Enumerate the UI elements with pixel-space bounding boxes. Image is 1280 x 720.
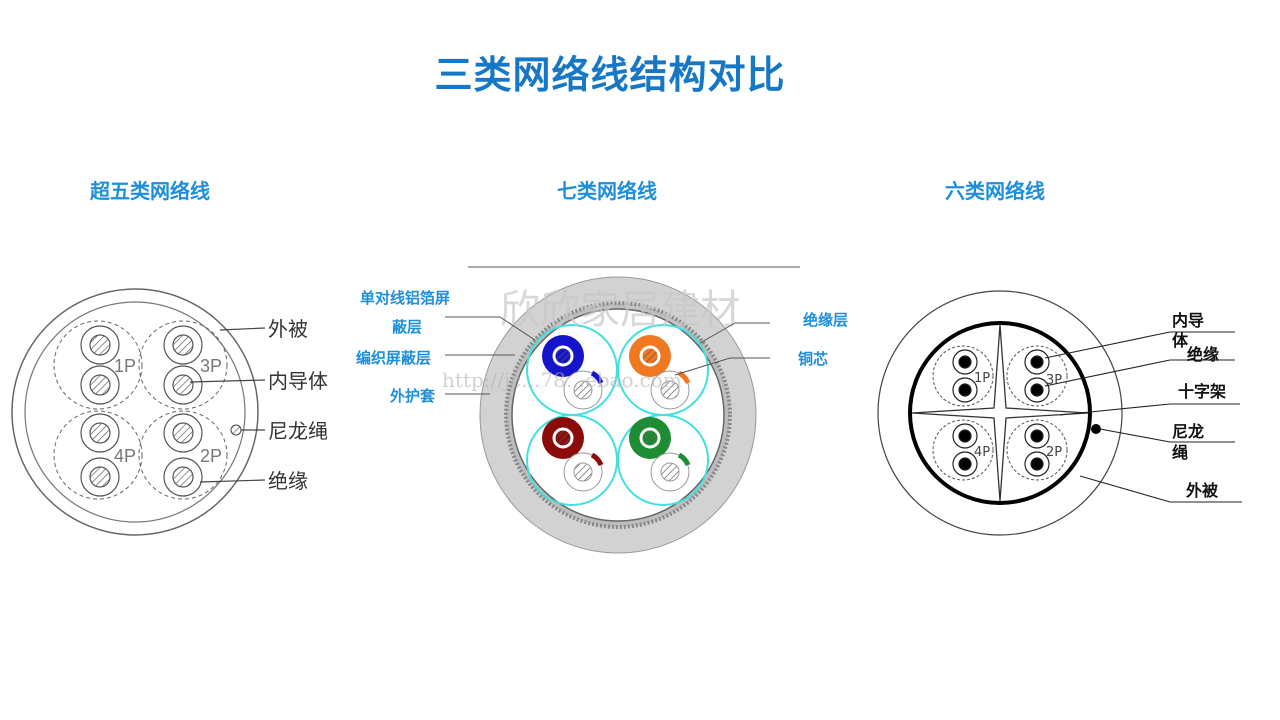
- cat7-label-copper: 铜芯: [798, 350, 828, 368]
- cat6-pair-label: 4P: [974, 445, 990, 460]
- cat5e-pair-label: 1P: [114, 356, 136, 376]
- cat5e-label-jacket: 外被: [268, 317, 308, 341]
- cat6-pair-label: 2P: [1046, 445, 1062, 460]
- cat6-label-nylon-2: 绳: [1172, 443, 1188, 462]
- cat5e-pair-label: 3P: [200, 356, 222, 376]
- cat5e-nylon-cord: [230, 424, 242, 436]
- cat5e-heading: 超五类网络线: [90, 179, 210, 203]
- cat6-conductors: [952, 349, 1050, 477]
- cat7-white-conductors: [563, 370, 690, 492]
- cat5e-inner-jacket: [24, 301, 246, 523]
- cat7-watermark: 欣欣家居建材: [500, 287, 740, 333]
- cat6-label-cross: 十字架: [1178, 382, 1226, 401]
- cat6-cross-filler: [911, 324, 1089, 502]
- cat7-label-foil: 单对线铝箔屏: [360, 289, 450, 307]
- cat5e-diagram: 1P 3P 4P 2P 外被 内导体 尼龙绳 绝缘: [11, 288, 328, 536]
- cat7-label-braid: 编织屏蔽层: [356, 349, 431, 367]
- cat5e-label-nylon: 尼龙绳: [268, 419, 328, 443]
- cat7-colored-conductors: [542, 335, 671, 459]
- cat7-label-insulation: 绝缘层: [803, 311, 848, 329]
- cat6-pair-label: 3P: [1046, 373, 1062, 388]
- cat6-label-conductor-2: 体: [1172, 331, 1189, 350]
- cat6-nylon-cord: [1091, 424, 1101, 434]
- cat5e-outer-jacket: [11, 288, 259, 536]
- cat7-label-foil-2: 蔽层: [392, 318, 422, 336]
- cat6-label-jacket: 外被: [1185, 481, 1219, 500]
- cat7-heading: 七类网络线: [557, 179, 657, 203]
- cat7-watermark-url: http://jc...78...ebao.com: [442, 368, 682, 392]
- cat5e-pair-label: 4P: [114, 446, 136, 466]
- cat6-label-insulation: 绝缘: [1187, 345, 1219, 364]
- cat7-diagram: 欣欣家居建材 http://jc...78...ebao.com 单对线铝箔屏 …: [356, 266, 848, 554]
- cat5e-label-conductor: 内导体: [268, 369, 328, 393]
- cat5e-conductors: [80, 325, 203, 497]
- cat5e-pair-label: 2P: [200, 446, 222, 466]
- cat7-label-outer: 外护套: [389, 387, 436, 405]
- cat5e-label-insulation: 绝缘: [268, 469, 308, 493]
- page-title: 三类网络线结构对比: [434, 53, 786, 97]
- cat6-heading: 六类网络线: [945, 179, 1045, 203]
- cat7-pair-shield: [617, 414, 709, 506]
- cat6-label-conductor: 内导: [1172, 311, 1204, 330]
- cat6-diagram: 1P 3P 4P 2P 内导 体 绝缘 十字架 尼龙 绳 外被: [877, 290, 1242, 536]
- cat6-pair-label: 1P: [974, 371, 990, 386]
- cat6-label-nylon: 尼龙: [1172, 422, 1204, 441]
